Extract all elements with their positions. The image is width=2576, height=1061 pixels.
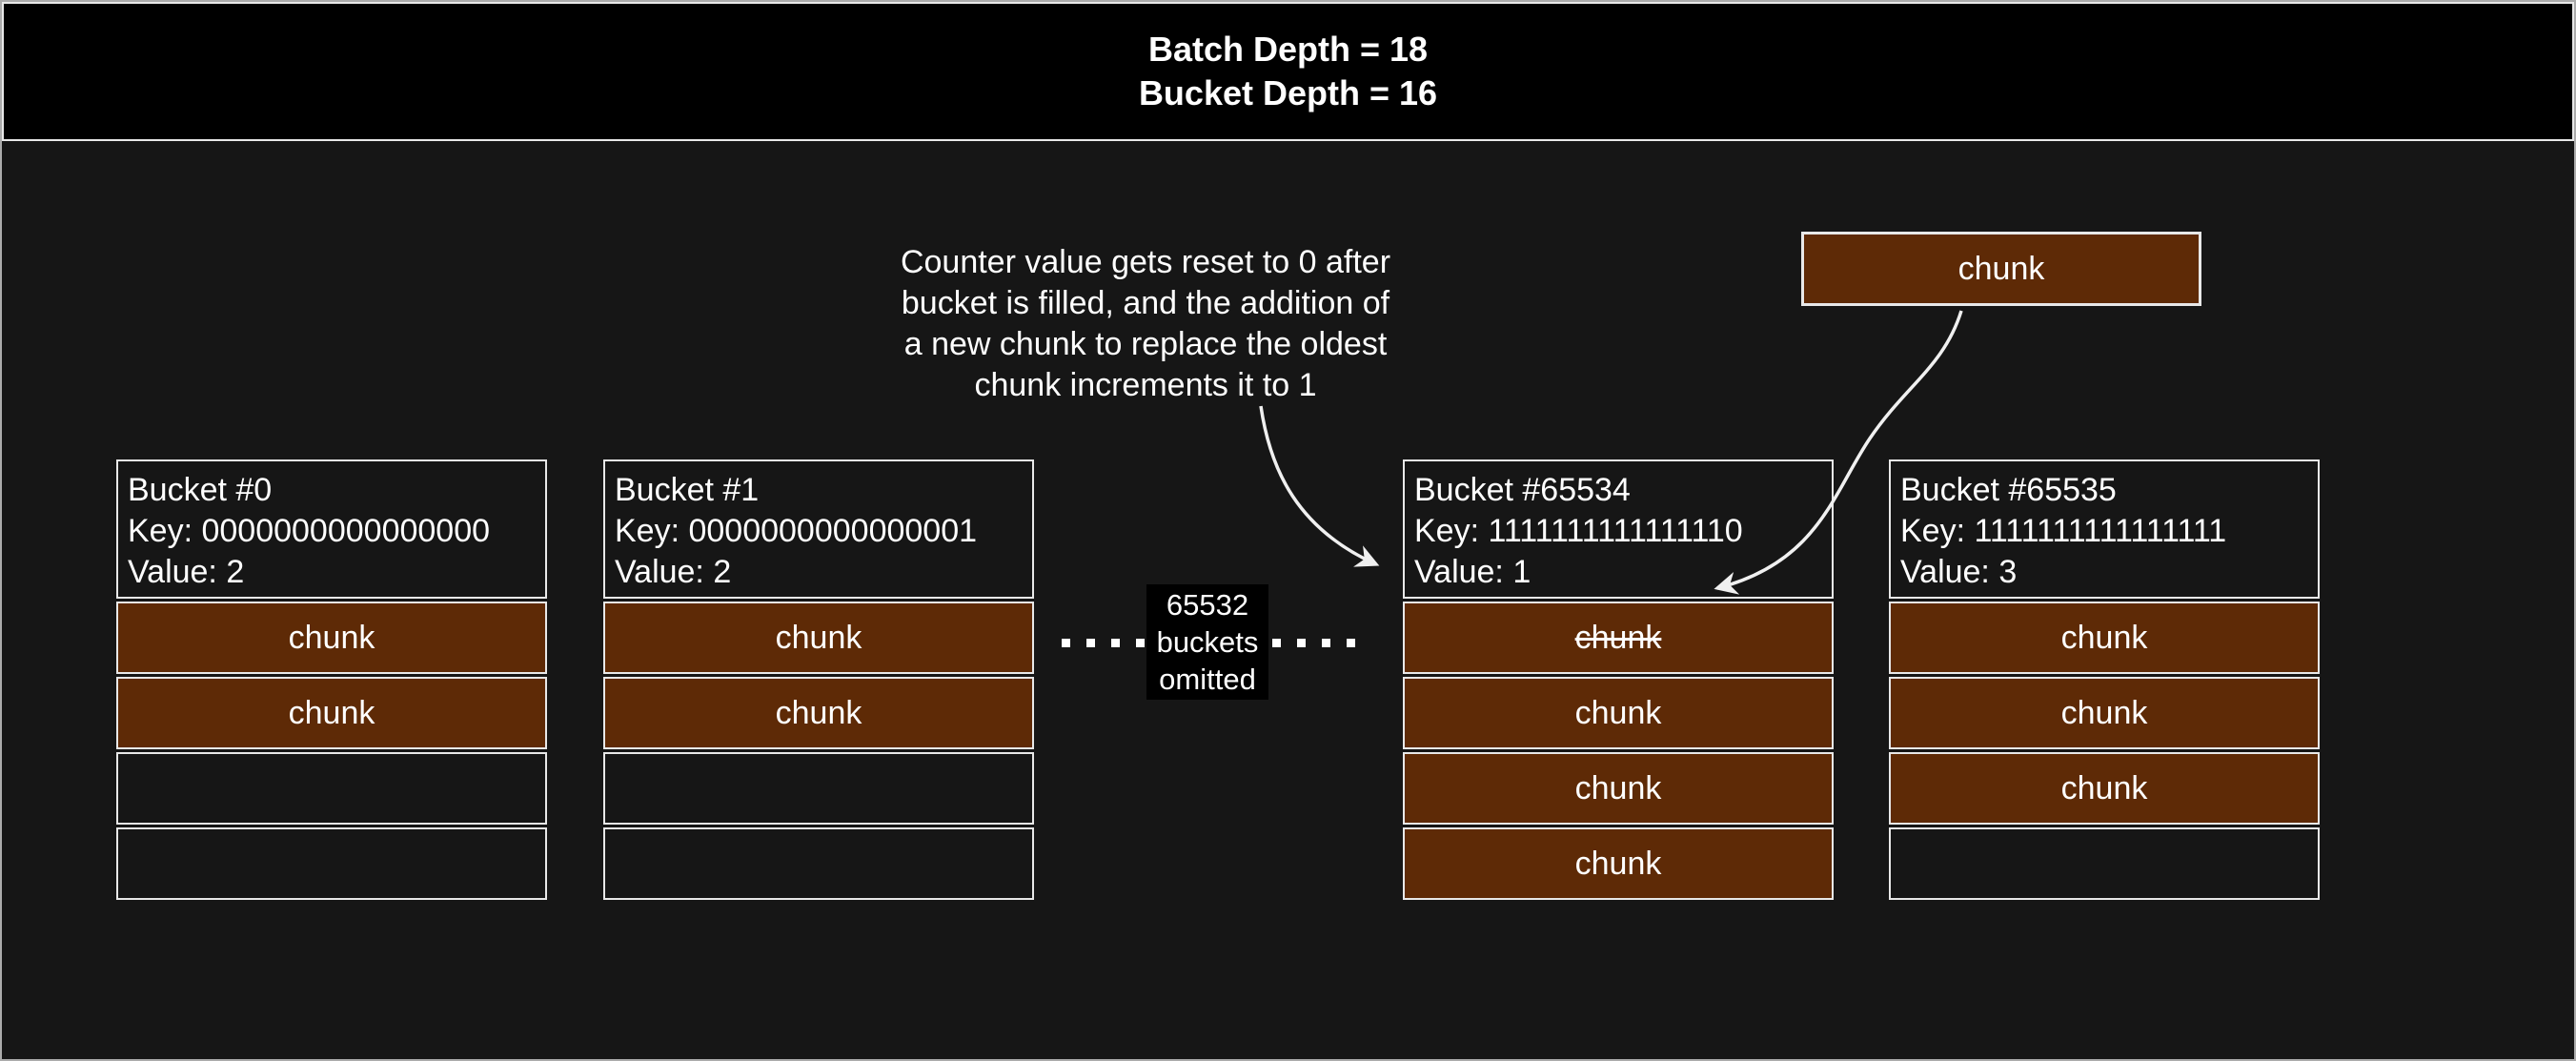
bucket-title: Bucket #1 [615,472,760,508]
empty-slot [116,827,547,900]
chunk-slot: chunk [116,677,547,749]
chunk-label: chunk [2060,694,2148,731]
incoming-chunk-label: chunk [1957,250,2045,287]
ellipsis-dots-right [1272,639,1355,647]
chunk-slot: chunk [603,602,1034,674]
bucket-value: Value: 2 [128,554,245,590]
bucket-key: Key: 1111111111111110 [1414,513,1743,549]
chunk-slot: chunk [116,602,547,674]
annotation-note: Counter value gets reset to 0 after buck… [707,242,1584,406]
chunk-label: chunk [288,619,375,656]
empty-slot [603,827,1034,900]
annotation-arrow [1259,405,1380,567]
chunk-slot: chunk [1403,677,1834,749]
bucket-value: Value: 3 [1900,554,2018,590]
annotation-line: Counter value gets reset to 0 after [900,244,1391,280]
bucket-value: Value: 2 [615,554,732,590]
chunk-slot: chunk [1889,677,2320,749]
omitted-count: 65532 [1166,588,1249,622]
bucket-header: Bucket #65534 Key: 1111111111111110 Valu… [1403,459,1834,599]
omitted-word-buckets: buckets [1156,625,1259,659]
bucket-65534: Bucket #65534 Key: 1111111111111110 Valu… [1403,459,1834,900]
chunk-label: chunk [2060,619,2148,656]
chunk-label: chunk [2060,769,2148,806]
bucket-header: Bucket #65535 Key: 1111111111111111 Valu… [1889,459,2320,599]
bucket-key: Key: 0000000000000001 [615,513,978,549]
annotation-line: a new chunk to replace the oldest [903,326,1388,362]
chunk-slot: chunk [603,677,1034,749]
chunk-label: chunk [1574,769,1662,806]
omitted-buckets-label: 65532 buckets omitted [1146,584,1268,700]
chunk-slot-evicted: chunk [1403,602,1834,674]
empty-slot [1889,827,2320,900]
bucket-header: Bucket #1 Key: 0000000000000001 Value: 2 [603,459,1034,599]
annotation-line: bucket is filled, and the addition of [901,285,1390,321]
bucket-key: Key: 0000000000000000 [128,513,491,549]
empty-slot [116,752,547,825]
chunk-label-strikethrough: chunk [1574,619,1662,656]
empty-slot [603,752,1034,825]
ellipsis-dots-left [1062,639,1145,647]
bucket-title: Bucket #0 [128,472,273,508]
chunk-label: chunk [775,619,862,656]
bucket-key: Key: 1111111111111111 [1900,513,2227,549]
bucket-65535: Bucket #65535 Key: 1111111111111111 Valu… [1889,459,2320,900]
bucket-title: Bucket #65535 [1900,472,2117,508]
chunk-label: chunk [1574,694,1662,731]
chunk-slot: chunk [1403,827,1834,900]
chunk-slot: chunk [1889,602,2320,674]
batch-depth-label: Batch Depth = 18 [1147,30,1429,69]
chunk-slot: chunk [1403,752,1834,825]
bucket-depth-label: Bucket Depth = 16 [1138,73,1438,112]
chunk-label: chunk [775,694,862,731]
bucket-value: Value: 1 [1414,554,1531,590]
omitted-word-omitted: omitted [1159,663,1256,696]
chunk-label: chunk [1574,845,1662,882]
bucket-title: Bucket #65534 [1414,472,1631,508]
bucket-1: Bucket #1 Key: 0000000000000001 Value: 2… [603,459,1034,900]
bucket-header: Bucket #0 Key: 0000000000000000 Value: 2 [116,459,547,599]
chunk-slot: chunk [1889,752,2320,825]
chunk-label: chunk [288,694,375,731]
title-bar: Batch Depth = 18 Bucket Depth = 16 [2,2,2574,141]
incoming-chunk-box: chunk [1801,232,2201,306]
bucket-0: Bucket #0 Key: 0000000000000000 Value: 2… [116,459,547,900]
annotation-line: chunk increments it to 1 [974,367,1317,403]
